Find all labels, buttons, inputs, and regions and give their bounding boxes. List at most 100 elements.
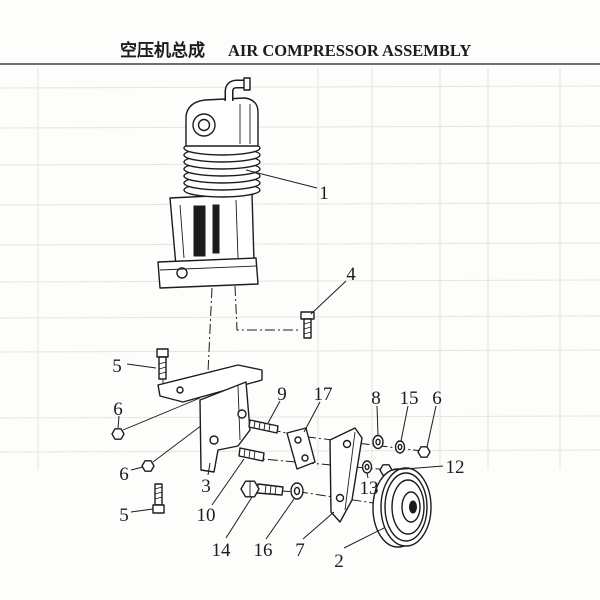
page-header: 空压机总成 AIR COMPRESSOR ASSEMBLY	[0, 40, 600, 65]
pulley-bore	[409, 500, 417, 514]
adjusting-plate	[286, 427, 316, 470]
part-callout-5-upper: 5	[112, 356, 122, 377]
crankcase-edge-right	[235, 199, 239, 259]
leader-4	[310, 280, 347, 315]
thread	[158, 366, 167, 370]
arm-fold	[344, 431, 356, 511]
leader-17	[303, 401, 321, 433]
bracket-hole	[176, 386, 184, 394]
arm-hole	[342, 439, 352, 449]
thread	[303, 331, 312, 335]
leader-5-upper	[126, 363, 157, 369]
adjusting-rod	[248, 419, 279, 434]
leader-lines	[117, 169, 444, 549]
part-callout-17: 17	[314, 384, 333, 405]
thread	[303, 326, 312, 330]
compressor-mount-bolt	[300, 311, 315, 339]
mount-centerline-left	[207, 287, 213, 373]
part-callout-3: 3	[201, 476, 211, 497]
hex-nut-lower-left	[141, 460, 155, 472]
thread	[268, 423, 271, 432]
part-callout-8: 8	[371, 388, 381, 409]
part-callout-16: 16	[254, 540, 273, 561]
hex-nut-upper-left	[111, 428, 125, 440]
idler-pulley	[372, 467, 432, 548]
washer-13	[361, 460, 373, 474]
part-callout-10: 10	[197, 505, 216, 526]
leader-13	[366, 472, 369, 479]
part-callout-6-lower-left: 6	[119, 464, 129, 485]
leader-9	[267, 400, 281, 424]
crankcase-rib	[212, 204, 220, 254]
hex-nut-right	[417, 446, 431, 458]
bracket-bolt-lower	[152, 483, 165, 514]
thread	[243, 448, 246, 458]
leader-15	[400, 405, 409, 442]
thread	[303, 321, 312, 325]
leader-8	[376, 405, 379, 436]
part-callout-6-right: 6	[432, 388, 442, 409]
elbow-nut	[243, 77, 251, 91]
leader-2	[343, 527, 385, 549]
lock-washer	[290, 482, 304, 500]
leader-6-upper-left	[117, 415, 120, 429]
bracket-top-flange	[157, 364, 263, 403]
part-callout-1: 1	[319, 183, 329, 204]
thread	[154, 486, 163, 490]
base-bolt-hole	[176, 267, 188, 279]
title-english: AIR COMPRESSOR ASSEMBLY	[228, 41, 471, 60]
thread	[248, 449, 251, 459]
leader-5-lower	[130, 508, 154, 513]
crankcase-body	[169, 193, 255, 267]
tensioner-bracket	[329, 427, 363, 523]
thread	[158, 371, 167, 375]
part-callout-14: 14	[212, 540, 232, 561]
elbow-fitting	[226, 81, 245, 101]
part-callout-6-upper-left: 6	[113, 399, 123, 420]
crankcase-edge	[179, 204, 185, 259]
leader-12	[391, 465, 444, 471]
stud-body	[238, 447, 265, 462]
plate-body	[286, 427, 316, 470]
thread	[154, 491, 163, 495]
thread	[264, 484, 267, 495]
pivot-stud	[238, 447, 265, 462]
part-callout-12: 12	[446, 457, 465, 478]
title-chinese: 空压机总成	[120, 40, 205, 61]
part-callout-4: 4	[346, 264, 356, 285]
mount-centerline-right	[234, 285, 300, 331]
nut-alignment-lower	[152, 421, 207, 463]
bleed-through-table	[0, 68, 600, 470]
mounting-bracket	[157, 364, 263, 473]
flange-edge	[159, 265, 257, 271]
washer-bore	[397, 443, 403, 451]
bracket-web	[199, 381, 251, 473]
leader-3	[207, 462, 211, 476]
bracket-hole	[237, 409, 247, 419]
crankcase-shadow	[193, 205, 206, 257]
crankcase-base-flange	[157, 257, 259, 289]
nut-alignment-upper	[122, 397, 201, 431]
bolt-shank	[303, 318, 312, 339]
leader-6-lower-left	[130, 466, 144, 471]
leader-1	[245, 169, 318, 189]
part-callout-15: 15	[400, 388, 419, 409]
leader-6-right	[426, 405, 437, 448]
part-callout-13: 13	[360, 478, 379, 499]
part-callout-7: 7	[295, 540, 305, 561]
washer-15	[394, 440, 406, 454]
thread	[253, 450, 256, 460]
plate-hole	[294, 436, 302, 444]
washer-bore	[364, 463, 370, 471]
part-callouts: 1 4 5 6 9 17 8 15 6 12 13 3 6 5 10 14 16…	[112, 183, 464, 572]
arm-hole	[335, 493, 345, 503]
bolt-head	[152, 504, 165, 514]
pulley-groove	[384, 472, 428, 542]
pulley-groove-inner	[391, 479, 425, 535]
leader-16	[265, 498, 295, 540]
plate-hole	[301, 454, 309, 462]
air-compressor	[157, 77, 261, 289]
washer-bore	[293, 486, 301, 496]
washer-8	[372, 434, 384, 450]
thread	[253, 420, 256, 429]
